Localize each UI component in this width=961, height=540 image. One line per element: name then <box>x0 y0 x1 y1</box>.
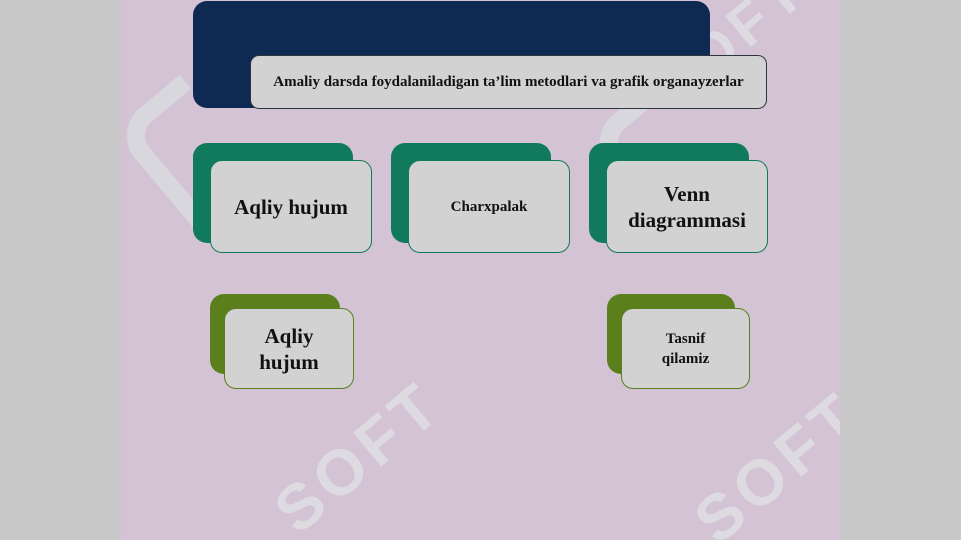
sub-card-tasnif-qilamiz: Tasnif qilamiz <box>621 308 750 389</box>
method-card-aqliy-hujum: Aqliy hujum <box>210 160 372 253</box>
diagram-title: Amaliy darsda foydalaniladigan ta’lim me… <box>250 55 767 109</box>
watermark-text: SOFT <box>260 366 457 540</box>
method-card-charxpalak: Charxpalak <box>408 160 570 253</box>
method-card-venn-diagrammasi: Venn diagrammasi <box>606 160 768 253</box>
watermark-text: SOFT <box>680 376 840 540</box>
sub-card-aqliy-hujum: Aqliy hujum <box>224 308 354 389</box>
